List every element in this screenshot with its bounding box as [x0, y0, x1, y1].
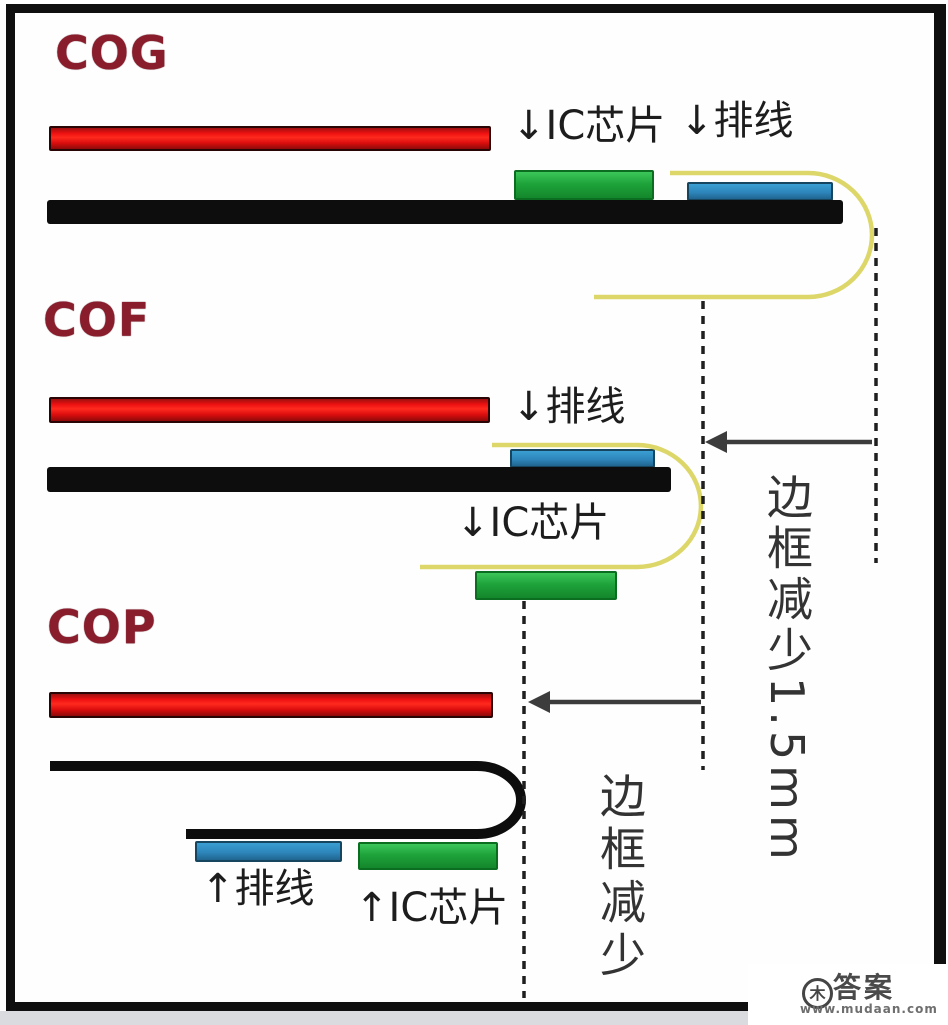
frame-bottom-border [6, 1002, 752, 1011]
cof-reduction-arrowhead-icon [705, 431, 727, 453]
cop-folded-panel-line [50, 761, 526, 839]
cog-ic-chip [514, 170, 654, 200]
cop-border-reduction-annotation: 边框减少 [593, 772, 647, 984]
cop-reduction-arrowhead-icon [528, 691, 550, 713]
frame-right-border [934, 4, 946, 970]
frame-left-border [6, 4, 15, 1011]
frame-top-border [6, 4, 942, 13]
watermark-url: www.mudaan.com [800, 1002, 938, 1016]
watermark-brand: 答案 [833, 971, 896, 1004]
cop-screen-bar [49, 692, 493, 718]
watermark-box [748, 964, 948, 1025]
cof-border-reduction-annotation: 边框减少1.5mm [760, 473, 814, 865]
cof-cable-label: ↓排线 [512, 384, 626, 430]
cof-title: COF [43, 293, 151, 347]
outer-gray-band-bottom [0, 1011, 948, 1025]
cog-cable-label: ↓排线 [680, 98, 794, 144]
cog-ic-chip-label: ↓IC芯片 [512, 103, 666, 149]
cof-screen-bar [49, 397, 490, 423]
cop-flex-cable [195, 841, 342, 862]
cof-ic-chip-label: ↓IC芯片 [456, 500, 610, 546]
cop-title: COP [47, 600, 157, 654]
cop-ic-chip [358, 842, 498, 870]
cof-film-panel-bar [47, 467, 671, 492]
watermark-logo-char: 木 [809, 983, 826, 1003]
cop-ic-chip-label: ↑IC芯片 [355, 885, 509, 931]
cog-title: COG [55, 26, 169, 80]
watermark-logo-icon: 木 [802, 978, 833, 1009]
cog-glass-panel-bar [47, 200, 843, 224]
cof-fold-line [420, 442, 704, 570]
cog-fold-line [594, 170, 875, 300]
cop-cable-label: ↑排线 [201, 866, 315, 912]
cof-ic-chip [475, 571, 617, 600]
cog-screen-bar [49, 126, 491, 151]
